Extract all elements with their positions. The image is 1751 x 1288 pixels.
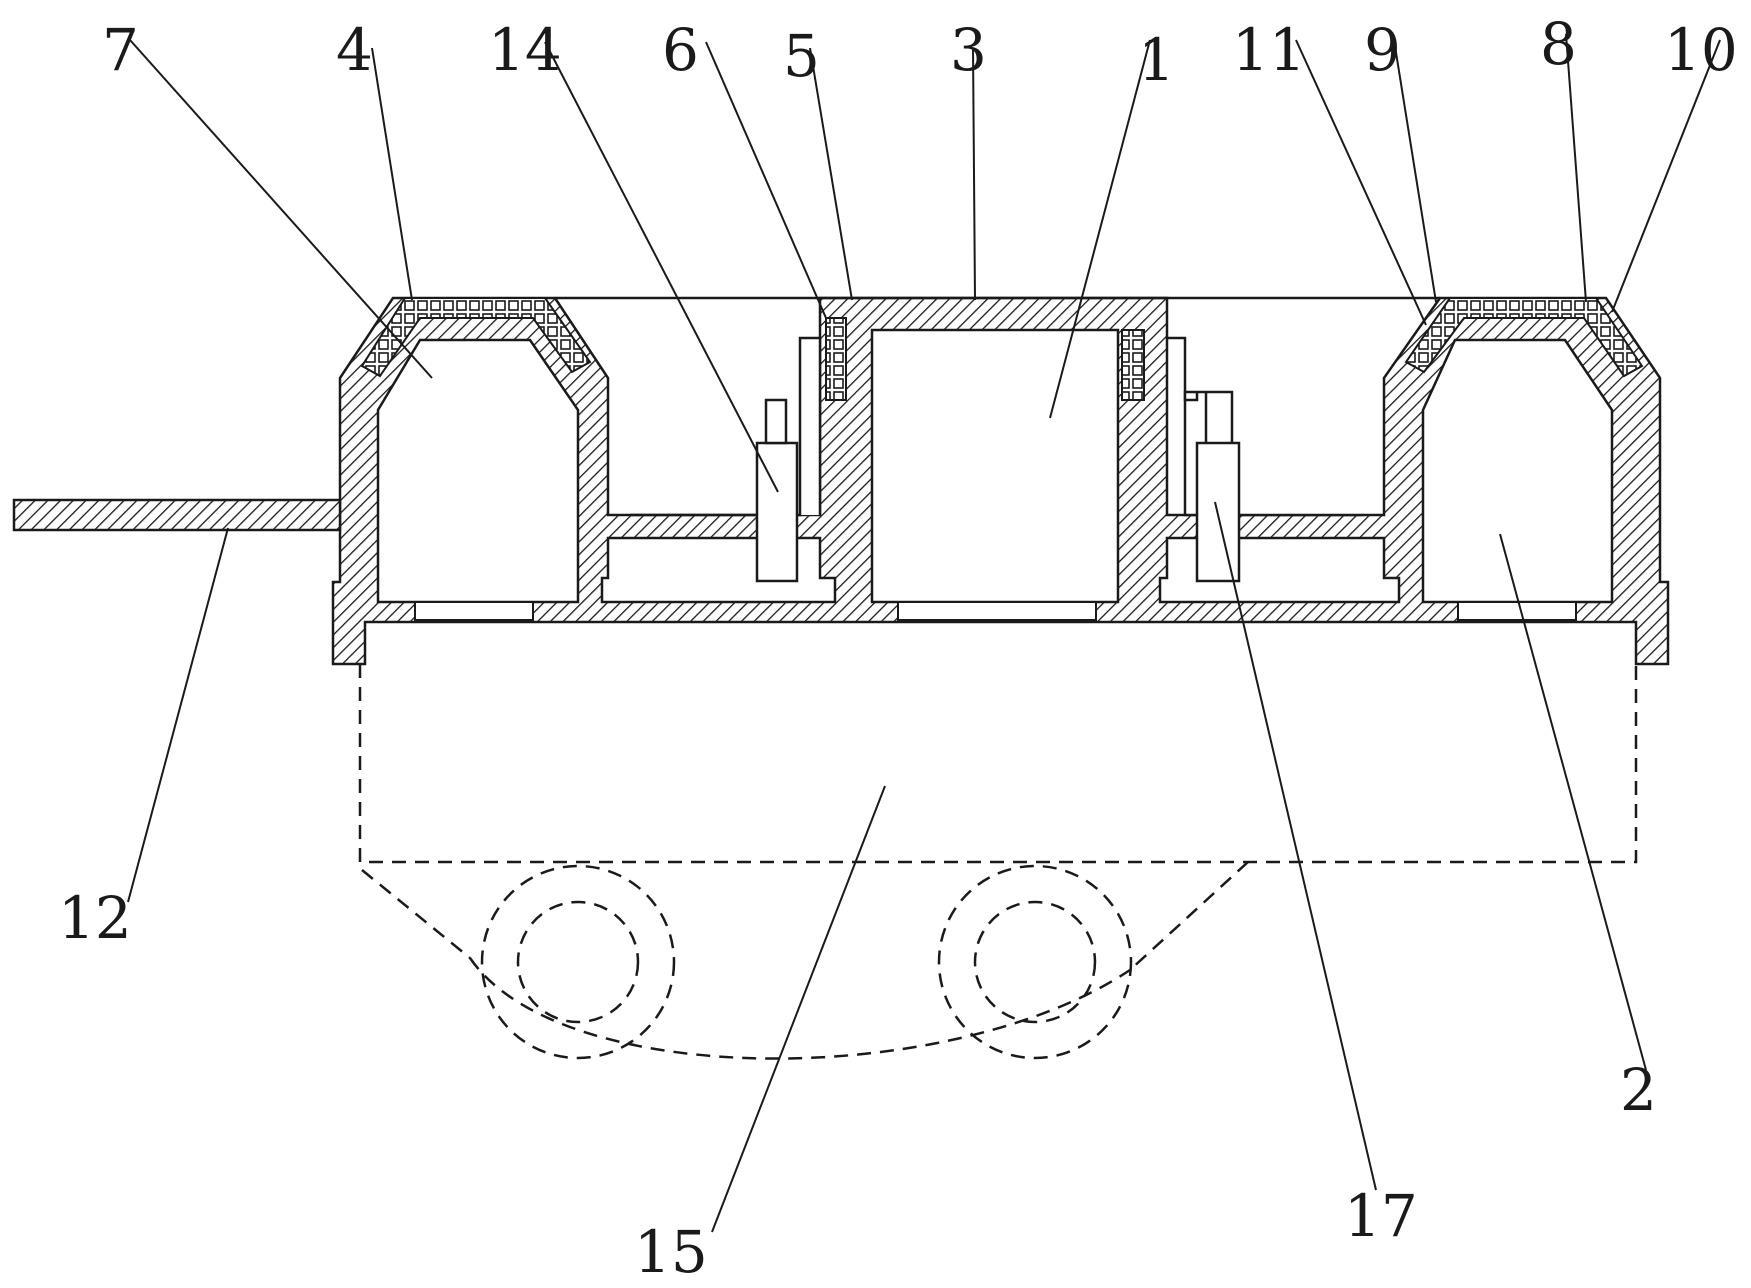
label-6: 6	[662, 16, 699, 84]
label-2: 2	[1620, 1056, 1657, 1124]
label-11: 11	[1232, 16, 1306, 84]
leader-4	[371, 47, 413, 301]
label-15: 15	[634, 1218, 708, 1283]
vent-right	[1457, 601, 1577, 621]
label-4: 4	[336, 16, 373, 84]
leader-6	[705, 41, 827, 319]
label-10: 10	[1664, 16, 1738, 84]
leader-3	[972, 47, 976, 301]
leader-1	[1049, 39, 1151, 419]
insulation-right	[1404, 297, 1644, 378]
insulation-center-left	[825, 317, 847, 401]
left-channel	[630, 336, 822, 517]
sensor-14-tip	[764, 398, 788, 445]
leader-14	[544, 41, 779, 493]
insulation-center-right	[1121, 329, 1145, 401]
label-3: 3	[950, 16, 987, 84]
vent-center	[897, 601, 1097, 621]
label-1: 1	[1138, 26, 1175, 94]
leader-12	[127, 527, 229, 903]
leader-2	[1499, 533, 1647, 1071]
sensor-17-tip	[1183, 390, 1234, 443]
leader-7	[129, 39, 433, 379]
label-8: 8	[1540, 10, 1577, 78]
leader-10	[1611, 39, 1721, 313]
leader-15	[711, 785, 886, 1233]
leader-11	[1295, 39, 1427, 326]
leader-lines	[127, 33, 1721, 1233]
label-17: 17	[1344, 1182, 1418, 1250]
leader-9	[1393, 39, 1437, 303]
leader-17	[1214, 501, 1377, 1191]
label-7: 7	[102, 16, 139, 84]
vehicle-chassis	[358, 664, 1638, 1060]
mounting-plate	[12, 498, 342, 532]
insulation-left	[360, 297, 592, 378]
housing-body	[331, 296, 1670, 666]
leader-8	[1565, 33, 1587, 303]
reference-labels: 7 4 14 6 5 3 1 11 9 8 10 12 2 15 17	[58, 10, 1738, 1286]
label-14: 14	[488, 16, 562, 84]
label-9: 9	[1364, 16, 1401, 84]
leader-5	[809, 47, 853, 301]
label-12: 12	[58, 884, 132, 952]
label-5: 5	[783, 22, 820, 90]
vent-left	[414, 601, 534, 621]
